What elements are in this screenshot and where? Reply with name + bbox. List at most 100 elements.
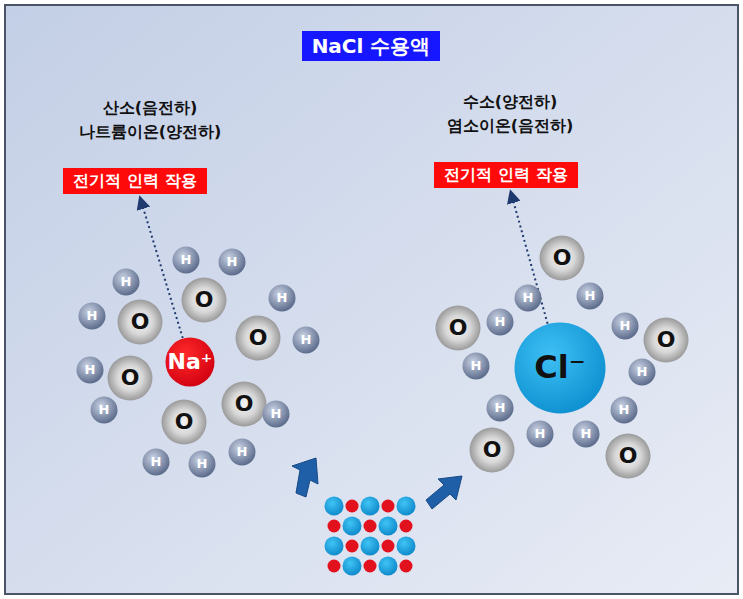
oxygen-atom: O [221,381,267,427]
chloride-ion [325,497,344,516]
hydrogen-atom: H [611,312,639,340]
atom-symbol: O [483,438,502,462]
panel [5,5,738,594]
oxygen-atom-fill [644,318,689,363]
atom-symbol: Cl⁻ [534,350,585,385]
atom-symbol: H [181,253,192,267]
atom-symbol: H [620,319,631,333]
atom-symbol: H [121,275,132,289]
hydrogen-atom-fill [229,439,256,466]
sodium-ion [382,540,395,553]
hydrogen-atom-fill [612,313,639,340]
atom-symbol: O [657,328,676,352]
atom-symbol: H [581,427,592,441]
hydrogen-atom: H [76,356,104,384]
chloride-ion [379,557,398,576]
hydrogen-atom-fill [487,309,514,336]
oxygen-atom-fill [606,434,651,479]
hydrogen-atom-fill [173,247,200,274]
atom-symbol: O [619,444,638,468]
hydrogen-atom: H [262,400,290,428]
dissolve-arrow [426,476,462,509]
atom-symbol: H [637,365,648,379]
hydrogen-atom-fill [629,359,656,386]
oxygen-atom-fill [108,356,153,401]
atom-symbol: H [151,455,162,469]
hydrogen-atom-fill [189,451,216,478]
sodium-ion [382,500,395,513]
oxygen-atom: O [643,317,689,363]
sodium-ion [328,520,341,533]
charge-note: 나트륨이온(양전하) [79,122,222,143]
oxygen-atom-fill [436,306,481,351]
chloride-ion [397,537,416,556]
atom-symbol: H [197,457,208,471]
atom-symbol: H [85,363,96,377]
oxygen-atom: O [435,305,481,351]
hydrogen-atom: H [572,420,600,448]
oxygen-atom: O [605,433,651,479]
atom-symbol: H [535,427,546,441]
chloride-ion [361,537,380,556]
atom-symbol: H [99,403,110,417]
box-label: NaCl 수용액 [312,35,431,57]
atom-symbol: H [271,407,282,421]
hydrogen-atom: H [576,282,604,310]
hydrogen-atom-fill [611,397,638,424]
hydrogen-atom-fill [463,353,490,380]
atom-symbol: H [619,403,630,417]
oxygen-atom-fill [540,236,585,281]
hydrogen-atom-fill [79,303,106,330]
sodium-ion [400,560,413,573]
oxygen-atom-fill [118,300,163,345]
atom-symbol: Na⁺ [168,350,213,374]
hydrogen-atom: H [268,284,296,312]
hydrogen-atom-fill [219,249,246,276]
charge-note: 수소(양전하) [463,92,558,113]
sodium-ion-fill [166,338,215,387]
hydrogen-atom: H [292,326,320,354]
oxygen-atom: O [469,427,515,473]
atom-symbol: O [235,392,254,416]
charge-note: 염소이온(음전하) [447,116,574,137]
hydrogen-atom-fill [143,449,170,476]
atom-symbol: O [121,366,140,390]
atom-symbol: H [277,291,288,305]
oxygen-atom: O [107,355,153,401]
atom-symbol: H [237,445,248,459]
hydrogen-atom-fill [487,395,514,422]
hydrogen-atom: H [514,284,542,312]
hydrogen-atom: H [610,396,638,424]
hydrogen-atom-fill [91,397,118,424]
chloride-ion [343,557,362,576]
oxygen-atom: O [539,235,585,281]
chloride-ion: Cl⁻ [514,322,606,414]
atom-symbol: H [301,333,312,347]
hydrogen-atom: H [90,396,118,424]
box-label: 전기적 인력 작용 [73,172,196,190]
oxygen-atom: O [161,399,207,445]
hydrogen-atom-fill [269,285,296,312]
atom-symbol: O [249,326,268,350]
chloride-ion [379,517,398,536]
hydrogen-atom: H [228,438,256,466]
atom-symbol: H [495,401,506,415]
hydrogen-atom-fill [77,357,104,384]
atom-symbol: O [131,310,150,334]
box-label: 전기적 인력 작용 [444,166,567,184]
sodium-ion [346,540,359,553]
oxygen-atom-fill [182,278,227,323]
hydrogen-atom: H [188,450,216,478]
hydrogen-atom: H [462,352,490,380]
hydrogen-atom: H [628,358,656,386]
oxygen-atom: O [117,299,163,345]
dissolve-arrow [292,458,318,497]
atom-symbol: H [495,315,506,329]
chloride-ion [343,517,362,536]
chloride-ion-fill [515,323,606,414]
hydrogen-atom-fill [573,421,600,448]
oxygen-atom: O [235,315,281,361]
chloride-ion [397,497,416,516]
sodium-ion [364,560,377,573]
